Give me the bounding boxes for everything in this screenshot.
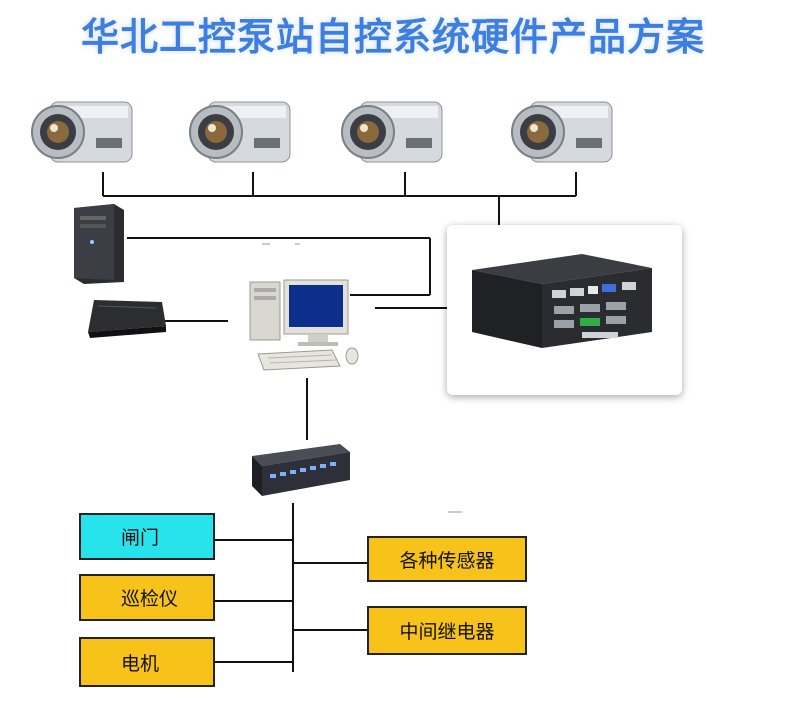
camera-icon — [341, 101, 443, 163]
camera-icon — [511, 101, 613, 163]
module-sensors: 各种传感器 — [367, 536, 527, 582]
nvr-recorder-icon — [88, 300, 166, 338]
module-gate: 闸门 — [79, 513, 215, 560]
desktop-computer-icon — [249, 279, 359, 371]
camera-icon — [31, 101, 133, 163]
module-motor: 电机 — [79, 637, 215, 687]
server-tower-icon — [74, 204, 124, 284]
camera-icon — [189, 101, 291, 163]
module-relay: 中间继电器 — [367, 606, 527, 655]
page-title: 华北工控泵站自控系统硬件产品方案 — [80, 15, 705, 59]
module-inspector: 巡检仪 — [79, 574, 215, 621]
network-switch-icon — [252, 444, 350, 496]
embedded-industrial-pc-icon — [472, 254, 652, 348]
